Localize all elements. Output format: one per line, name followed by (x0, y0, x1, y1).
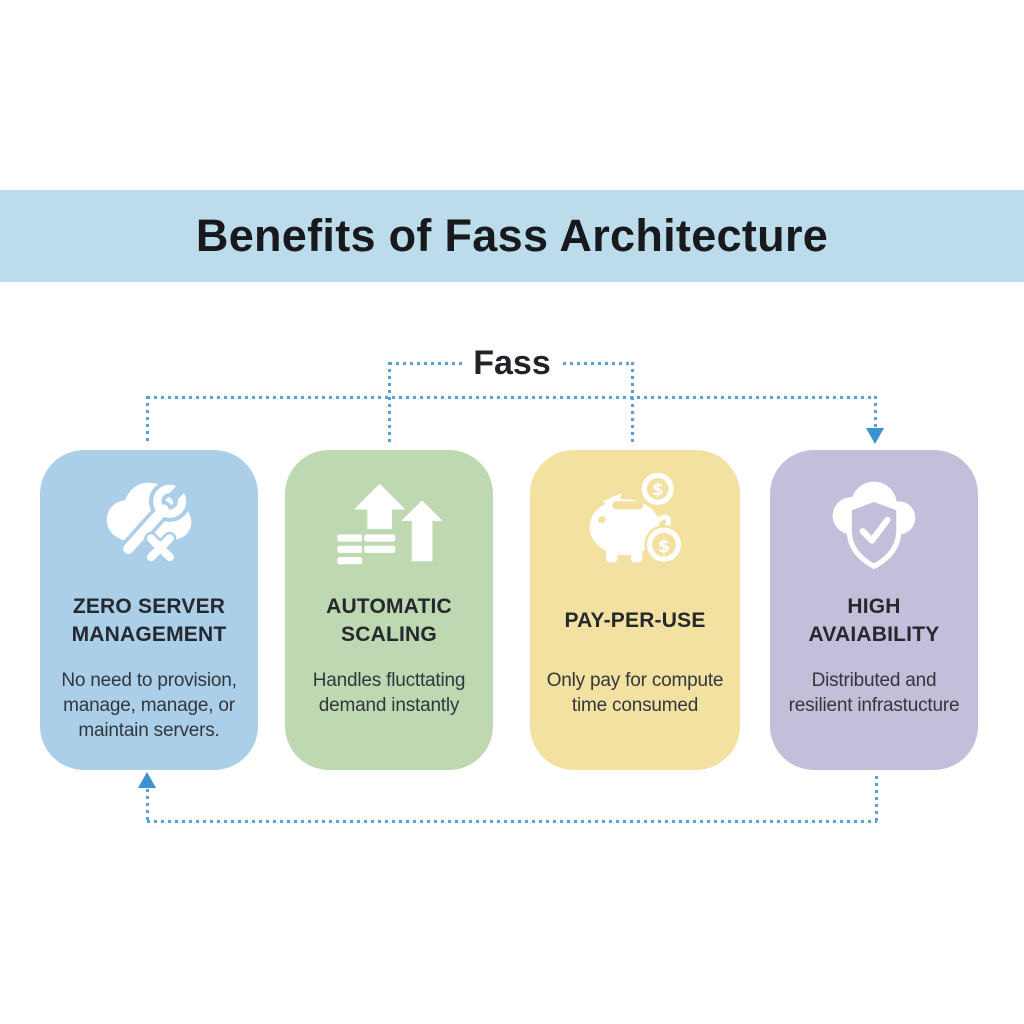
svg-text:$: $ (658, 537, 670, 557)
connector-drop-card2 (388, 362, 391, 444)
root-node-label: Fass (473, 344, 551, 382)
card-description: No need to provision, manage, manage, or… (61, 670, 237, 741)
connector-return-horizontal (147, 820, 877, 823)
title-banner: Benefits of Fass Architecture (0, 190, 1024, 282)
page-title: Benefits of Fass Architecture (195, 210, 829, 261)
svg-text:$: $ (652, 480, 664, 499)
arrow-down-icon (866, 428, 884, 444)
card-title: AUTOMATIC SCALING (326, 595, 452, 646)
card-pay-per-use: $ $ PAY-PER-USE Only pay for compute tim… (530, 450, 740, 770)
card-high-availability: HIGH AVAIABILITY Distributed and resilie… (770, 450, 978, 770)
piggy-bank-icon: $ $ (530, 468, 740, 580)
card-description: Handles flucttating demand instantly (312, 670, 466, 716)
card-title: ZERO SERVER MANAGEMENT (71, 595, 227, 646)
connector-drop-card1 (146, 396, 149, 444)
card-title: HIGH AVAIABILITY (808, 595, 940, 646)
connector-main-horizontal (147, 396, 877, 399)
connector-bracket-right (563, 362, 633, 365)
arrow-up-icon (138, 772, 156, 788)
card-title: PAY-PER-USE (564, 609, 706, 632)
card-zero-server-management: ZERO SERVER MANAGEMENT No need to provis… (40, 450, 258, 770)
connector-drop-card4 (874, 396, 877, 429)
connector-return-left-vertical (146, 789, 149, 822)
card-description: Distributed and resilient infrastucture (788, 670, 960, 716)
connector-bracket-left (389, 362, 462, 365)
connector-drop-card3 (631, 362, 634, 444)
connector-return-right-vertical (875, 776, 878, 822)
scaling-arrows-icon (285, 468, 493, 580)
card-description: Only pay for compute time consumed (546, 670, 724, 716)
cloud-shield-check-icon (770, 468, 978, 580)
benefit-cards-row: ZERO SERVER MANAGEMENT No need to provis… (0, 450, 1024, 770)
cloud-wrench-icon (40, 468, 258, 580)
card-automatic-scaling: AUTOMATIC SCALING Handles flucttating de… (285, 450, 493, 770)
